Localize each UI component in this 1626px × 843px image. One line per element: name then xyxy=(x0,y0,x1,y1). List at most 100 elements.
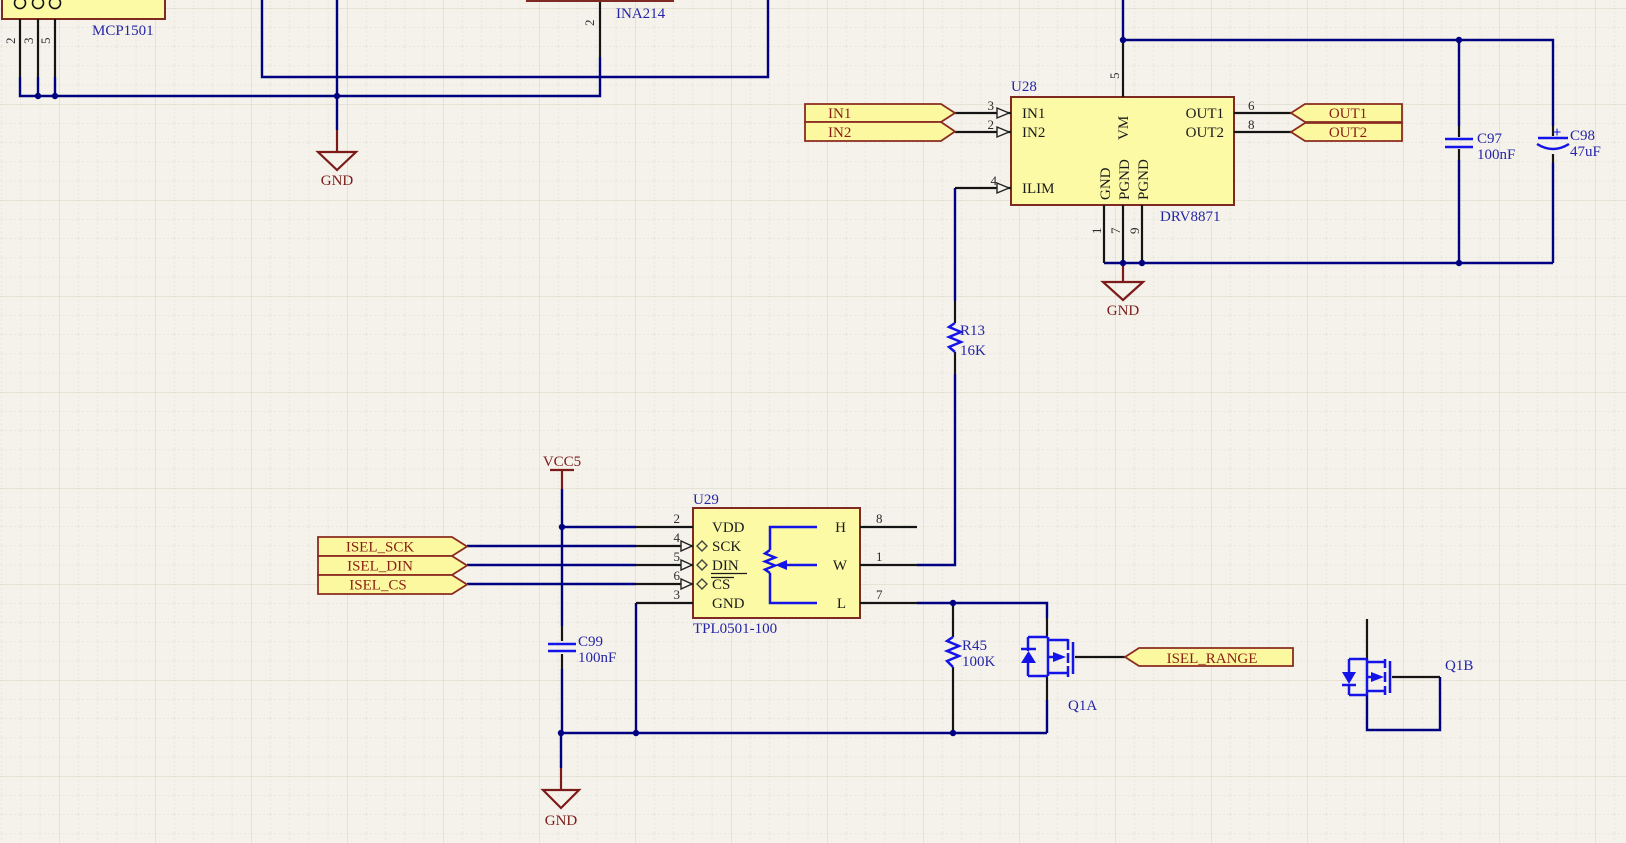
port-isel-sck[interactable] xyxy=(317,536,469,557)
u29-pin-h-name: H xyxy=(835,520,846,536)
ina214-body[interactable] xyxy=(526,0,674,2)
q1b-pin-segments xyxy=(1365,619,1440,679)
u29-pin-vdd-number: 2 xyxy=(674,511,681,526)
u28-pin-out2-name: OUT2 xyxy=(1186,125,1224,141)
port-out2[interactable] xyxy=(1289,122,1403,142)
pin-diamond-icon xyxy=(696,559,708,571)
c97-capacitor-plates[interactable] xyxy=(1445,137,1473,149)
ina214-comment: INA214 xyxy=(616,6,666,22)
u28-designator: U28 xyxy=(1011,79,1037,95)
port-out1[interactable] xyxy=(1289,103,1403,123)
u28-pin-ilim-name: ILIM xyxy=(1022,181,1055,197)
q1b-designator: Q1B xyxy=(1445,658,1473,674)
r13-value: 16K xyxy=(960,343,986,359)
u28-pin-vm-number: 5 xyxy=(1107,73,1122,80)
port-in1-label: IN1 xyxy=(828,106,851,122)
gnd-symbol-bottom[interactable] xyxy=(540,788,582,810)
ina214-pin2-number: 2 xyxy=(582,20,597,27)
c97-value: 100nF xyxy=(1477,147,1515,163)
port-out1-label: OUT1 xyxy=(1329,106,1367,122)
u29-pin-sck-name: SCK xyxy=(712,539,741,555)
wire-vcc5-c99[interactable] xyxy=(560,489,636,733)
gnd-symbol-top[interactable] xyxy=(315,150,359,172)
u29-pin-din-number: 5 xyxy=(674,549,681,564)
r13-resistor-zigzag[interactable] xyxy=(945,321,965,353)
u29-pin-gnd-number: 3 xyxy=(674,587,681,602)
port-in2-label: IN2 xyxy=(828,125,851,141)
vcc5-label: VCC5 xyxy=(543,454,581,470)
power-ports[interactable] xyxy=(315,130,1146,810)
port-isel-sck-label: ISEL_SCK xyxy=(346,540,415,556)
input-arrow-icon xyxy=(680,577,694,591)
r45-designator: R45 xyxy=(962,638,987,654)
wire-l-net[interactable] xyxy=(917,601,1049,618)
u29-designator: U29 xyxy=(693,492,719,508)
wires[interactable] xyxy=(18,0,1555,768)
u28-pin-lines xyxy=(955,41,1291,263)
wire-upper-net[interactable] xyxy=(260,0,770,79)
u28-pin-in2-number: 2 xyxy=(988,117,995,132)
port-isel-range[interactable] xyxy=(1123,647,1294,667)
u28-pin-in2-name: IN2 xyxy=(1022,125,1045,141)
junction-dots xyxy=(34,36,1463,737)
port-out2-label: OUT2 xyxy=(1329,125,1367,141)
mcp1501-body[interactable] xyxy=(1,0,166,20)
u29-pin-din-name: DIN xyxy=(712,558,739,574)
port-isel-cs-label: ISEL_CS xyxy=(349,578,407,594)
port-isel-din-label: ISEL_DIN xyxy=(347,559,413,575)
u29-pin-w-name: W xyxy=(833,558,848,574)
r45-resistor-zigzag[interactable] xyxy=(943,635,963,668)
u29-pin-sck-number: 4 xyxy=(674,530,681,545)
gnd-symbol-drv[interactable] xyxy=(1100,280,1146,302)
port-in1[interactable] xyxy=(804,103,957,123)
q1b-mosfet-symbol[interactable] xyxy=(1342,657,1392,697)
u28-body[interactable] xyxy=(1010,96,1235,206)
mcp1501-comment: MCP1501 xyxy=(92,23,154,39)
ports[interactable]: IN1 IN2 OUT1 OUT2 ISEL_SCK ISEL_DIN ISEL… xyxy=(317,103,1403,667)
mcp1501-symbol-circle xyxy=(48,0,62,10)
wire-vm-net[interactable] xyxy=(1121,0,1555,126)
u29-pin-l-number: 7 xyxy=(876,587,883,602)
q1a-channel-arrow xyxy=(1053,652,1066,662)
mcp1501-symbol-circle xyxy=(13,0,27,10)
u28-pin-out1-name: OUT1 xyxy=(1186,106,1224,122)
c98-capacitor-plates[interactable] xyxy=(1536,136,1570,151)
u28-pin-out2-number: 8 xyxy=(1248,117,1255,132)
wire-q1b-gate-source-loop[interactable] xyxy=(1365,677,1442,732)
wire-bottom-gnd-rail[interactable] xyxy=(559,700,1049,768)
q1a-designator: Q1A xyxy=(1068,698,1097,714)
u29-pin-w-number: 1 xyxy=(876,549,883,564)
u29-pin-l-name: L xyxy=(837,596,846,612)
u28-pin-pgnd1-name: PGND xyxy=(1117,159,1133,200)
wire-ilim-r13-w[interactable] xyxy=(917,188,957,567)
port-isel-din[interactable] xyxy=(317,555,469,576)
u28-pin-gnd-name: GND xyxy=(1098,167,1114,200)
c98-value: 47uF xyxy=(1570,144,1601,160)
wire-pgnd-rail[interactable] xyxy=(1104,160,1555,265)
c98-designator: C98 xyxy=(1570,128,1595,144)
u28-pin-ilim-number: 4 xyxy=(991,173,998,188)
q1b-body-diode xyxy=(1342,672,1356,684)
component-pins xyxy=(18,2,1555,733)
u29-pin-gnd-name: GND xyxy=(712,596,745,612)
port-isel-cs[interactable] xyxy=(317,574,469,595)
mcp1501-pin2-number: 2 xyxy=(3,38,18,45)
q1a-pin-segments xyxy=(1045,618,1125,700)
c99-value: 100nF xyxy=(578,650,616,666)
c98-polarity-plus: + xyxy=(1553,125,1562,141)
gnd-bottom-label: GND xyxy=(545,813,578,829)
input-arrow-icon xyxy=(680,539,694,553)
wiper-arrow xyxy=(775,560,787,570)
port-in2[interactable] xyxy=(804,121,957,142)
u29-pin-cs-number: 6 xyxy=(674,568,681,583)
q1a-mosfet-symbol[interactable] xyxy=(1021,635,1075,678)
input-arrow-icon xyxy=(996,181,1011,195)
part-graphics[interactable] xyxy=(13,0,1570,697)
c99-capacitor-plates[interactable] xyxy=(548,642,576,653)
annotations: MCP1501 2 3 5 INA214 2 U28 DRV8871 IN1 I… xyxy=(3,6,1601,829)
u28-pin-in1-name: IN1 xyxy=(1022,106,1045,122)
mcp1501-pin3-number: 3 xyxy=(21,38,36,45)
u29-pin-cs-name: CS xyxy=(712,577,730,593)
